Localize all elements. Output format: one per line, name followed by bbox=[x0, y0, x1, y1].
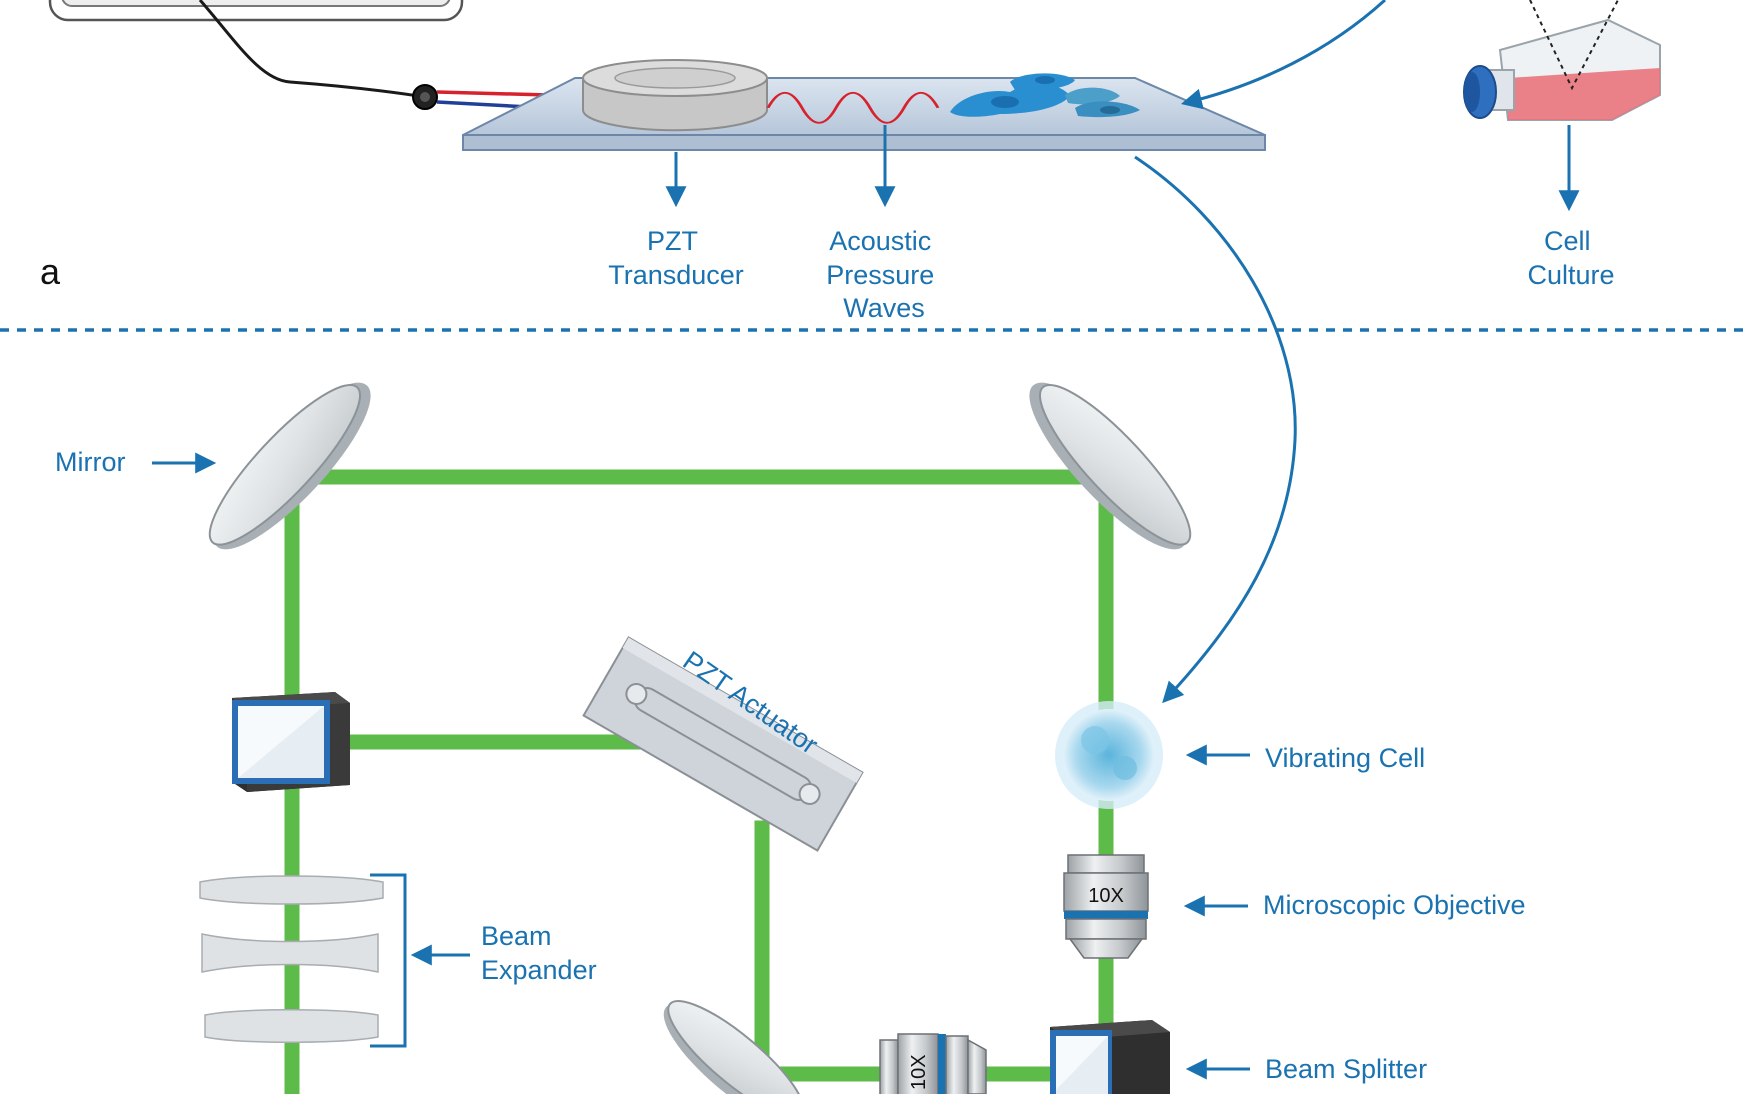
arrow-to-slide bbox=[1180, 0, 1387, 110]
microscope-objective-horizontal: 10X bbox=[879, 1033, 987, 1094]
cable bbox=[198, 0, 426, 99]
cell-culture-flask bbox=[1463, 0, 1661, 121]
pzt-actuator bbox=[582, 636, 864, 852]
pzt-transducer-label: PZT Transducer bbox=[608, 226, 744, 290]
mirror-bottom bbox=[663, 999, 807, 1094]
mirror-top-right bbox=[1029, 382, 1192, 550]
panel-label: a bbox=[40, 251, 61, 292]
bottom-beam-splitter-cube bbox=[1050, 1020, 1170, 1094]
laser-beam bbox=[284, 469, 1114, 1094]
vibrating-cell-label: Vibrating Cell bbox=[1265, 743, 1425, 773]
pzt-transducer-ring bbox=[582, 59, 768, 132]
acoustic-wave bbox=[766, 91, 940, 124]
cell-culture-label: Cell Culture bbox=[1527, 226, 1614, 290]
adherent-cells bbox=[950, 73, 1140, 118]
beam-expander-lenses bbox=[199, 875, 384, 1043]
mirror-top-left bbox=[208, 382, 371, 550]
vibrating-cell bbox=[1055, 701, 1163, 809]
microscopic-objective-label: Microscopic Objective bbox=[1263, 890, 1526, 920]
arrow-to-vibrating-cell bbox=[1134, 155, 1297, 704]
objective-marking-horizontal: 10X bbox=[908, 1054, 930, 1090]
beam-splitter-label: Beam Splitter bbox=[1265, 1054, 1427, 1084]
acoustic-waves-label: Acoustic Pressure Waves bbox=[826, 226, 942, 323]
mirror-label: Mirror bbox=[55, 447, 125, 477]
microscope-objective-vertical: 10X bbox=[1063, 854, 1149, 959]
beam-expander-bracket bbox=[370, 873, 407, 1048]
beam-expander-label: Beam Expander bbox=[481, 921, 597, 985]
signal-generator bbox=[48, 0, 464, 22]
left-beam-splitter-cube bbox=[232, 692, 350, 792]
objective-marking-vertical: 10X bbox=[1088, 885, 1124, 907]
